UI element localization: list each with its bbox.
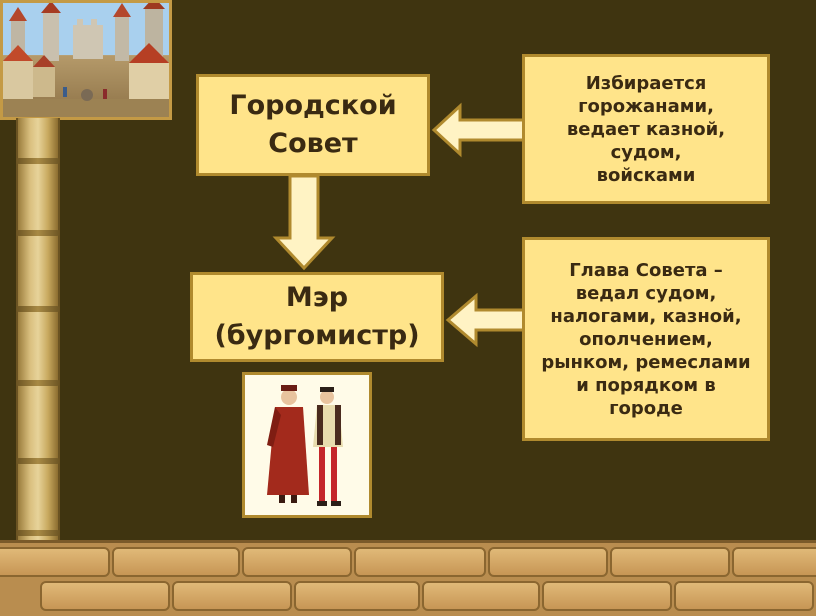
- council-box-text: Городской Совет: [229, 90, 397, 159]
- mayor-box-text: Мэр (бургомистр): [214, 282, 420, 351]
- council-box: Городской Совет: [196, 74, 430, 176]
- arrow-down-to-mayor: [272, 174, 336, 271]
- burghers-portrait-image: [242, 372, 372, 518]
- mayor-box: Мэр (бургомистр): [190, 272, 444, 362]
- arrow-left-to-mayor: [445, 292, 526, 348]
- medieval-town-image: [0, 0, 172, 120]
- mayor-note-box: Глава Совета – ведал судом, налогами, ка…: [522, 237, 770, 441]
- council-note-box: Избирается горожанами, ведает казной, су…: [522, 54, 770, 204]
- town-illustration: [3, 3, 169, 117]
- arrow-left-to-council: [431, 102, 526, 158]
- burghers-illustration: [267, 385, 343, 506]
- stone-floor-decoration: [0, 540, 816, 616]
- bamboo-pole-decoration: [16, 118, 60, 558]
- mayor-note-text: Глава Совета – ведал судом, налогами, ка…: [541, 259, 751, 419]
- council-note-text: Избирается горожанами, ведает казной, су…: [566, 72, 726, 186]
